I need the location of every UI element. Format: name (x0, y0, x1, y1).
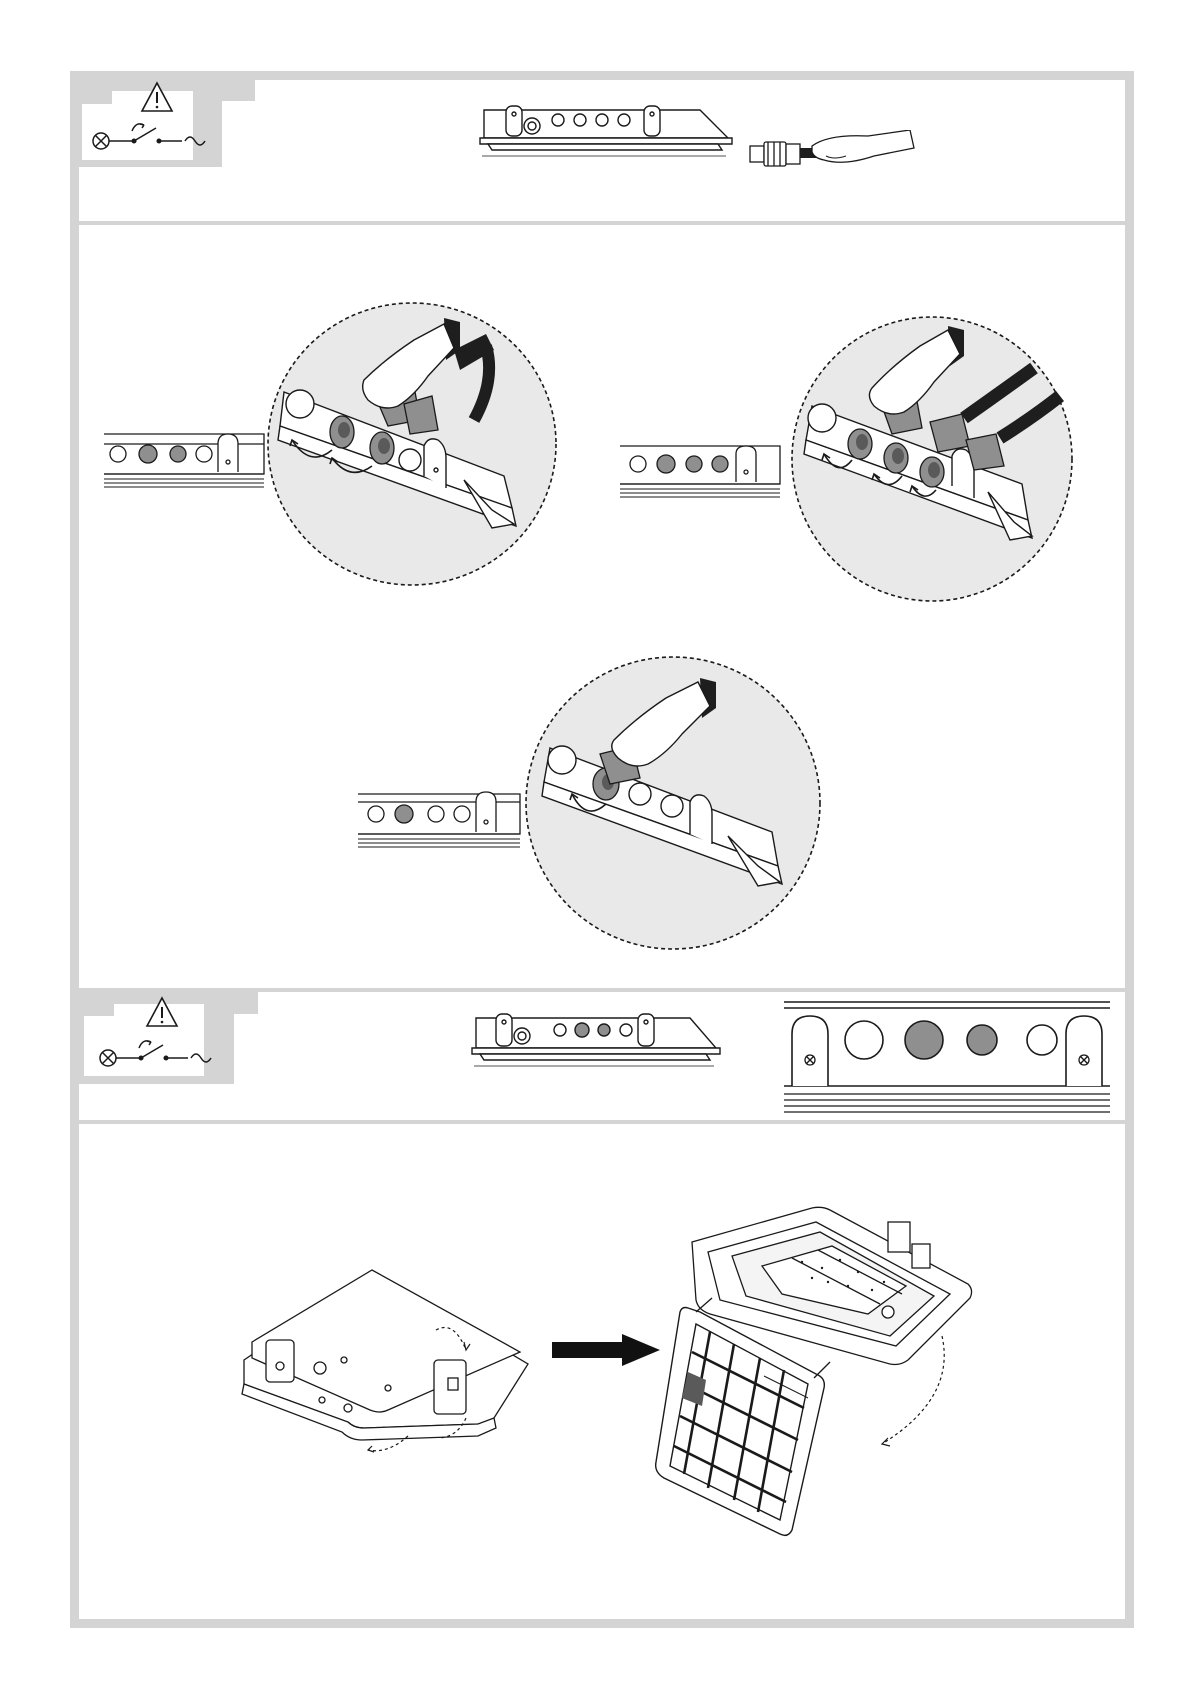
divider (79, 221, 1125, 225)
zoom-circle-two-connectors (264, 300, 560, 588)
lamp-edge-illustration (478, 104, 740, 166)
screw-icon (805, 1055, 1089, 1065)
lamp-edge-one-plugged (358, 790, 524, 850)
open-housing (652, 1202, 986, 1542)
zoom-circle-three-connectors (788, 314, 1076, 604)
safety-badge (70, 71, 255, 171)
arrow-right-icon (552, 1334, 662, 1366)
connector-three (920, 457, 944, 487)
lamp-edge-two-plugged-ports (470, 1012, 724, 1076)
safety-badge (70, 990, 258, 1086)
connector-in-hand (748, 130, 916, 178)
closed-housing (238, 1268, 538, 1454)
zoom-circle-one-connector (522, 654, 824, 952)
connector-two (370, 432, 394, 464)
connector-two (884, 443, 908, 473)
divider (79, 1120, 1125, 1124)
port-closeup (784, 998, 1110, 1118)
lamp-edge-two-plugged (104, 432, 268, 490)
lamp-edge-three-plugged (620, 444, 784, 500)
connector-one (330, 416, 354, 448)
connector-one (848, 429, 872, 459)
